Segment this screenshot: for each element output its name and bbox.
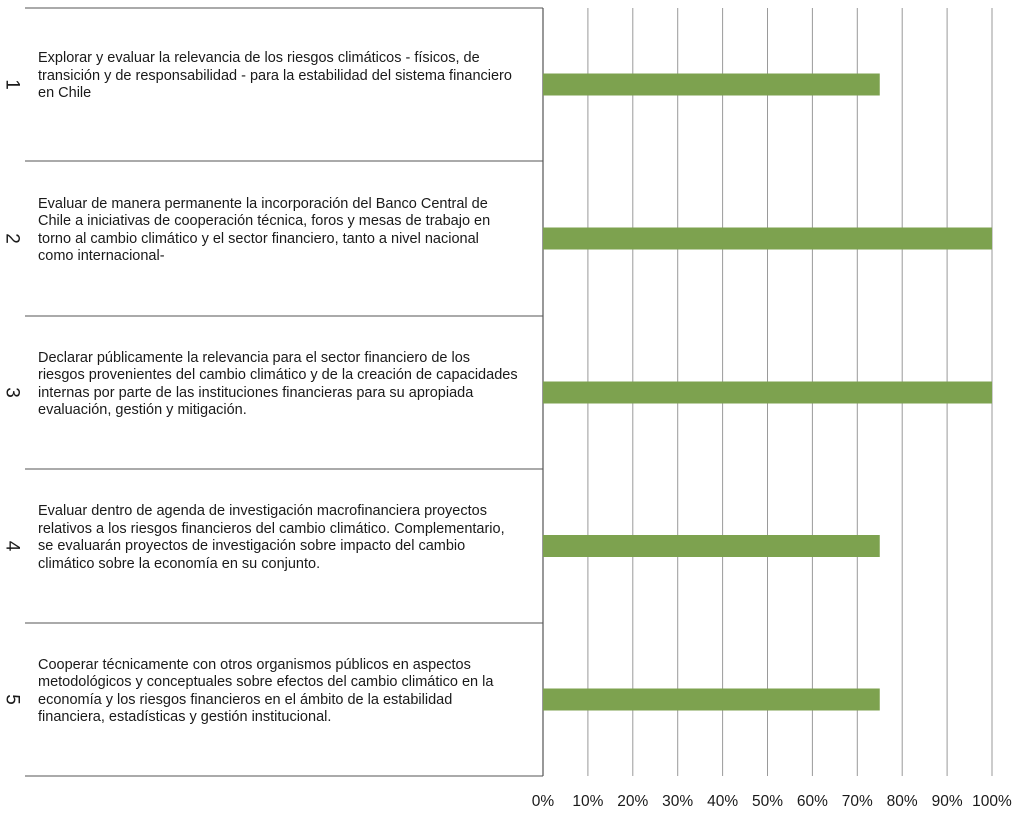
bar-row-3 [543,381,992,404]
row-description: Explorar y evaluar la relevancia de los … [38,50,512,102]
x-tick-label: 80% [887,793,918,810]
x-tick-label: 40% [707,793,738,810]
row-description: Evaluar dentro de agenda de investigació… [38,503,505,572]
row-description: Cooperar técnicamente con otros organism… [38,656,494,726]
x-tick-label: 50% [752,793,783,810]
bar-row-2 [543,227,992,250]
table-layer: 1 2 3 4 5 [2,7,543,777]
x-tick-label: 10% [572,793,603,810]
tick-layer: 0% 10% 20% 30% 40% 50% 60% 70% 80% 90% 100% [532,793,1012,810]
bar-row-1 [543,73,880,96]
bar-layer [543,73,992,711]
x-tick-label: 60% [797,793,828,810]
row-number-label: 4 [2,541,23,552]
row-number-label: 5 [2,694,23,705]
x-tick-label: 20% [617,793,648,810]
x-tick-label: 30% [662,793,693,810]
bar-row-4 [543,535,880,557]
x-tick-label: 0% [532,793,555,810]
row-number-label: 3 [2,387,23,398]
x-tick-label: 90% [932,793,963,810]
x-tick-label: 70% [842,793,873,810]
row-number-label: 1 [2,79,23,90]
row-description: Evaluar de manera permanente la incorpor… [38,195,491,265]
bar-row-5 [543,688,880,711]
row-description: Declarar públicamente la relevancia para… [38,349,518,419]
x-tick-label: 100% [972,793,1012,810]
row-number-label: 2 [2,233,23,244]
